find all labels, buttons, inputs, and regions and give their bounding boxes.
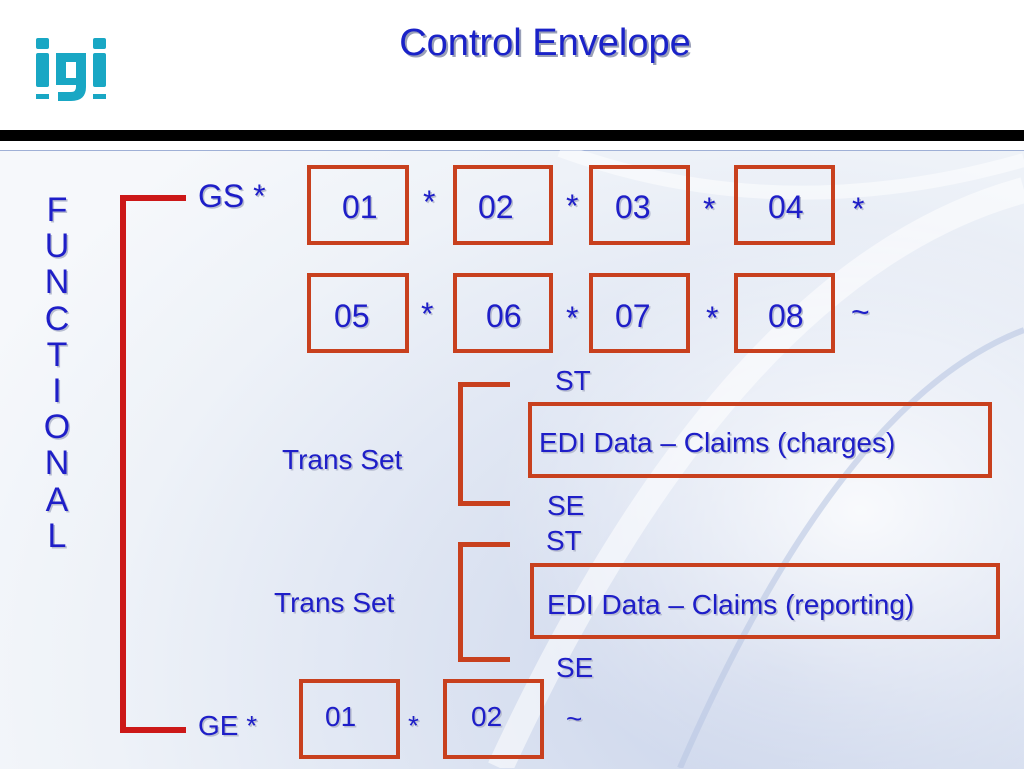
ge-separator: * (408, 710, 419, 741)
gs-element-box (589, 273, 690, 353)
transaction-set-label: Trans Set (274, 587, 395, 618)
gs-label: GS * (198, 178, 266, 214)
se-segment-label: SE (547, 490, 585, 521)
header-divider (0, 130, 1024, 141)
functional-letter: L (47, 516, 67, 555)
transaction-set-bracket-vertical (458, 382, 463, 506)
gs-element-value: 05 (334, 298, 370, 334)
ge-label: GE * (198, 710, 258, 741)
functional-letter: C (44, 299, 70, 338)
gs-element-box (453, 165, 553, 245)
transaction-set-bracket-bottom (458, 657, 510, 662)
functional-letter: N (44, 263, 70, 302)
functional-group-bracket-top (120, 195, 186, 201)
functional-letter: F (46, 191, 68, 229)
gs-terminator: ~ (851, 294, 870, 330)
transaction-set-bracket-top (458, 542, 510, 547)
functional-group-bracket-bottom (120, 727, 186, 733)
gs-separator: * (566, 188, 579, 224)
gs-element-value: 06 (486, 298, 522, 334)
ge-element-box (299, 679, 400, 759)
functional-label: F U N C T I O N A L (42, 192, 72, 554)
gs-element-value: 02 (478, 189, 514, 225)
gs-separator: * (566, 300, 579, 336)
edi-data-box (530, 563, 1000, 639)
gs-separator: * (852, 191, 865, 227)
gs-element-box (734, 165, 835, 245)
ge-element-value: 02 (471, 701, 503, 732)
transaction-set-bracket-top (458, 382, 510, 387)
gs-element-box (307, 165, 409, 245)
se-segment-label: SE (556, 652, 594, 683)
gs-element-box (589, 165, 690, 245)
st-segment-label: ST (555, 365, 591, 396)
gs-element-box (734, 273, 835, 353)
ge-element-box (443, 679, 544, 759)
transaction-set-bracket-vertical (458, 542, 463, 662)
gs-separator: * (423, 184, 436, 220)
gs-element-value: 03 (615, 189, 651, 225)
functional-letter: U (44, 227, 70, 266)
edi-data-label: EDI Data – Claims (charges) (539, 427, 896, 458)
gs-element-box (307, 273, 409, 353)
st-segment-label: ST (546, 525, 582, 556)
gs-separator: * (421, 296, 434, 332)
gs-separator: * (706, 300, 719, 336)
gs-element-value: 01 (342, 189, 378, 225)
transaction-set-label: Trans Set (282, 444, 403, 475)
functional-letter: N (44, 444, 70, 483)
functional-letter: O (43, 408, 71, 447)
gs-element-box (453, 273, 553, 353)
igi-logo (36, 38, 106, 101)
transaction-set-bracket-bottom (458, 501, 510, 506)
edi-data-box (528, 402, 992, 478)
ge-element-value: 01 (325, 701, 357, 732)
functional-letter: A (45, 480, 69, 519)
gs-element-value: 04 (768, 189, 804, 225)
gs-element-value: 07 (615, 298, 651, 334)
ge-terminator: ~ (566, 703, 583, 734)
functional-group-bracket-vertical (120, 195, 126, 733)
page-title: Control Envelope (399, 22, 691, 64)
edi-data-label: EDI Data – Claims (reporting) (547, 589, 915, 620)
gs-element-value: 08 (768, 298, 804, 334)
functional-letter: T (46, 335, 68, 374)
functional-letter: I (52, 372, 62, 411)
gs-separator: * (703, 191, 716, 227)
content-background (0, 150, 1024, 769)
